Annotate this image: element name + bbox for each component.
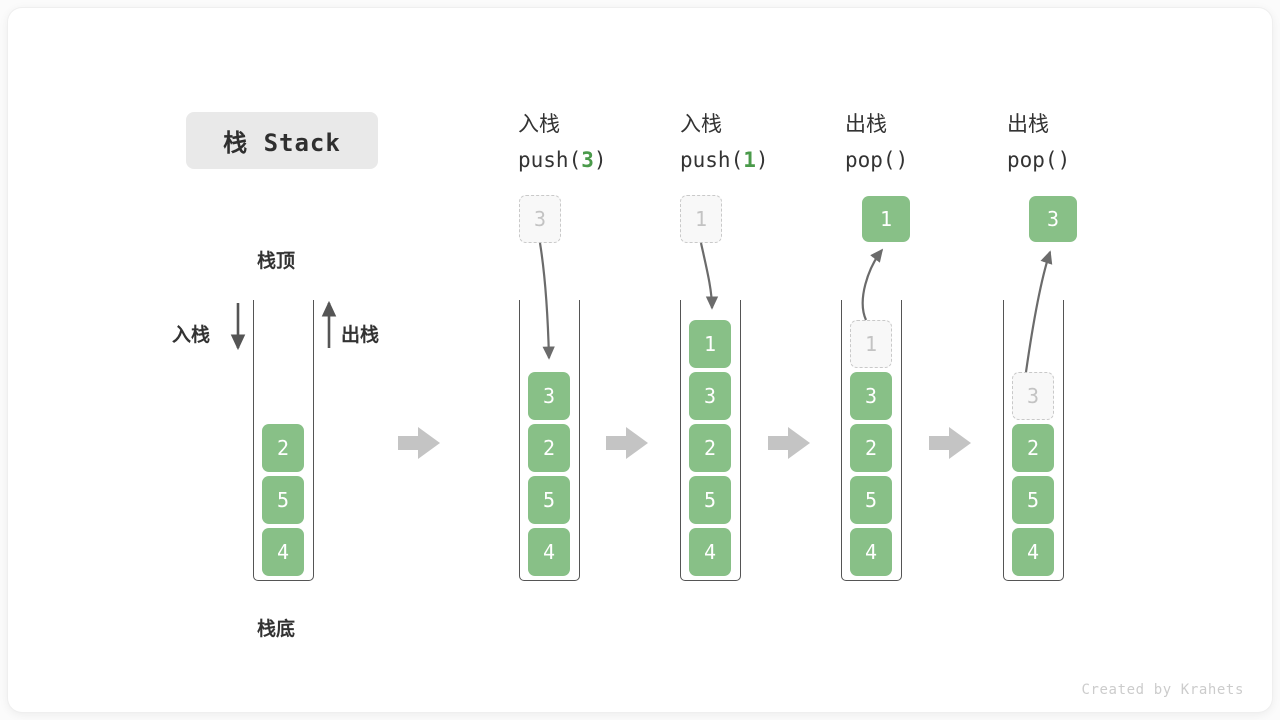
panel-header-code-prefix: pop( xyxy=(845,148,896,172)
stack-cell: 4 xyxy=(850,528,892,576)
panel-header-code-prefix: push( xyxy=(518,148,582,172)
stack-cell: 2 xyxy=(850,424,892,472)
stack-cell: 2 xyxy=(262,424,304,472)
panel-header-cn: 出栈 xyxy=(845,112,887,136)
incoming-ghost-cell: 3 xyxy=(519,195,561,243)
stack-cell: 5 xyxy=(689,476,731,524)
stack-cell: 4 xyxy=(262,528,304,576)
stack-cell: 5 xyxy=(262,476,304,524)
popped-value-cell: 1 xyxy=(862,196,910,242)
stack-top-label: 栈顶 xyxy=(257,250,296,272)
panel-header-code-arg: 3 xyxy=(581,148,594,172)
panel-header-push-1: 入栈 push(1) xyxy=(680,106,769,178)
stack-container-pop-3 xyxy=(1003,300,1064,581)
panel-header-code-suffix: ) xyxy=(895,148,909,172)
panel-header-pop-1: 出栈 pop() xyxy=(845,106,908,178)
panel-header-code-arg: 1 xyxy=(743,148,756,172)
stack-cell: 5 xyxy=(1012,476,1054,524)
incoming-ghost-cell: 1 xyxy=(680,195,722,243)
stack-cell: 4 xyxy=(689,528,731,576)
outgoing-ghost-cell: 3 xyxy=(1012,372,1054,420)
panel-header-code-prefix: push( xyxy=(680,148,744,172)
stack-cell: 2 xyxy=(689,424,731,472)
stack-title-chip: 栈 Stack xyxy=(186,112,378,169)
popped-value-cell: 3 xyxy=(1029,196,1077,242)
panel-header-cn: 入栈 xyxy=(680,112,722,136)
stack-cell: 4 xyxy=(528,528,570,576)
stack-cell: 3 xyxy=(528,372,570,420)
outgoing-ghost-cell: 1 xyxy=(850,320,892,368)
pop-direction-label: 出栈 xyxy=(341,324,380,346)
stack-cell: 5 xyxy=(528,476,570,524)
panel-header-code-prefix: pop( xyxy=(1007,148,1058,172)
stack-container-pop-1 xyxy=(841,300,902,581)
stack-cell: 3 xyxy=(850,372,892,420)
stack-container-push-3 xyxy=(519,300,580,581)
panel-header-push-3: 入栈 push(3) xyxy=(518,106,607,178)
push-direction-label: 入栈 xyxy=(172,324,211,346)
stack-cell: 2 xyxy=(528,424,570,472)
credit-footer: Created by Krahets xyxy=(1081,682,1244,698)
stack-cell: 5 xyxy=(850,476,892,524)
panel-header-cn: 出栈 xyxy=(1007,112,1049,136)
stack-cell: 1 xyxy=(689,320,731,368)
stack-container-push-1 xyxy=(680,300,741,581)
panel-header-code-suffix: ) xyxy=(593,148,607,172)
panel-header-pop-3: 出栈 pop() xyxy=(1007,106,1070,178)
panel-header-code-suffix: ) xyxy=(1057,148,1071,172)
panel-header-cn: 入栈 xyxy=(518,112,560,136)
stack-container-initial xyxy=(253,300,314,581)
panel-header-code-suffix: ) xyxy=(755,148,769,172)
stack-cell: 2 xyxy=(1012,424,1054,472)
stack-cell: 3 xyxy=(689,372,731,420)
stack-bottom-label: 栈底 xyxy=(257,618,296,640)
stack-cell: 4 xyxy=(1012,528,1054,576)
